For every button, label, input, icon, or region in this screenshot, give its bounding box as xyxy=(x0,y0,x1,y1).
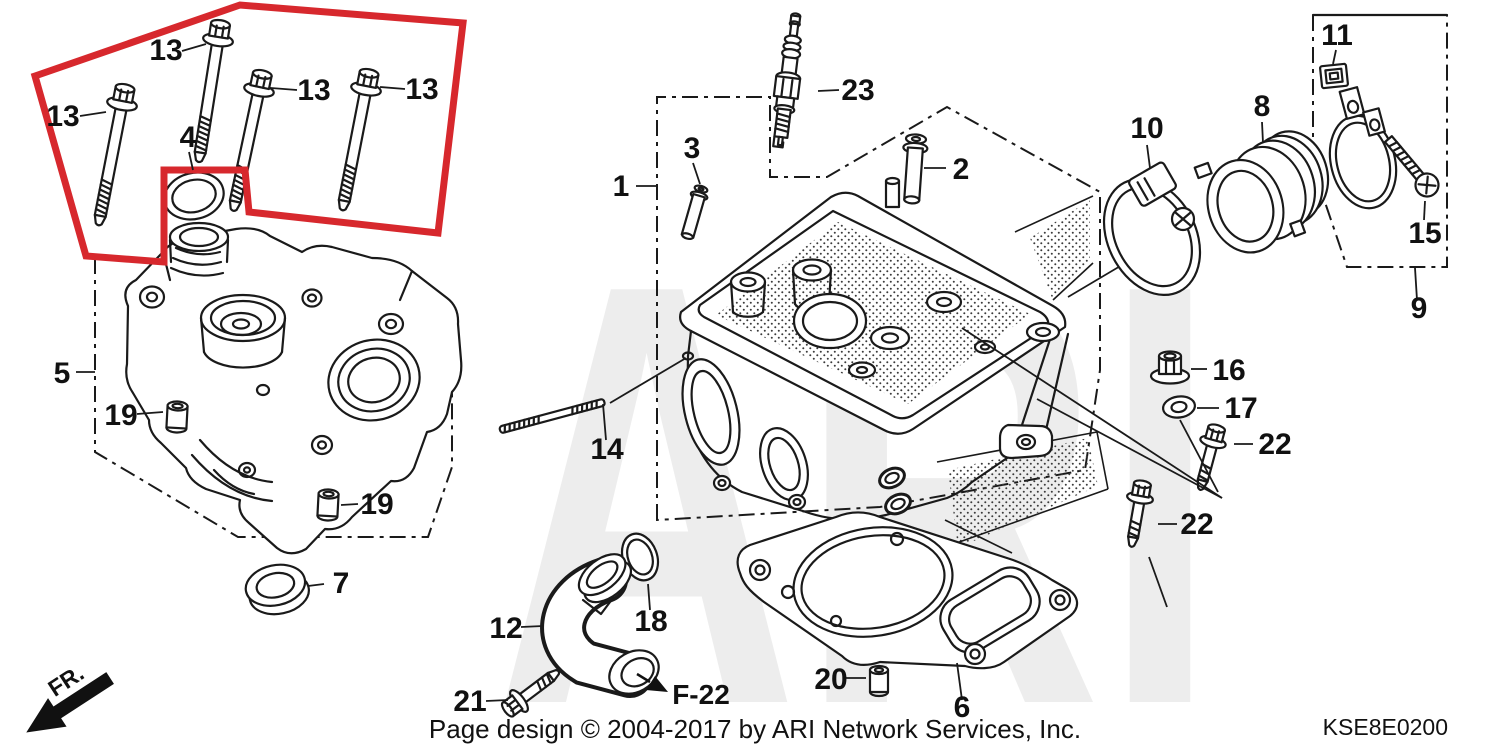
callout-13-b[interactable]: 13 xyxy=(149,34,182,67)
callout-4[interactable]: 4 xyxy=(180,121,197,154)
callout-18[interactable]: 18 xyxy=(634,605,667,638)
callout-3[interactable]: 3 xyxy=(684,132,701,165)
callout-17[interactable]: 17 xyxy=(1224,392,1257,425)
head-gasket xyxy=(736,511,1079,670)
bolt22-position-line-c xyxy=(1148,556,1168,608)
valve-guide-2 xyxy=(902,133,929,205)
callout-19-a[interactable]: 19 xyxy=(104,399,137,432)
bolt22-position-line-a xyxy=(961,327,1223,499)
callout-8[interactable]: 8 xyxy=(1254,90,1271,123)
callout-7[interactable]: 7 xyxy=(333,567,350,600)
callout-23[interactable]: 23 xyxy=(841,74,874,107)
valve-guide-3 xyxy=(680,184,709,241)
cylinder-head-left-view xyxy=(124,221,463,555)
callout-19-b[interactable]: 19 xyxy=(360,488,393,521)
valve-seal-7 xyxy=(244,563,310,616)
callout-5[interactable]: 5 xyxy=(54,357,71,390)
leader-lines xyxy=(76,43,1426,702)
f22-reference-label[interactable]: F-22 xyxy=(672,679,730,710)
ghost-intake-tract xyxy=(1014,195,1123,301)
callout-1[interactable]: 1 xyxy=(613,170,630,203)
footer-copyright: Page design © 2004-2017 by ARI Network S… xyxy=(429,714,1081,744)
callout-13-a[interactable]: 13 xyxy=(46,100,79,133)
square-nut-11 xyxy=(1319,62,1349,90)
cross-reference: F-22 xyxy=(636,672,730,710)
tube-clamp-10 xyxy=(1102,161,1202,297)
bolt22-position-line-b xyxy=(1036,398,1223,499)
callout-10[interactable]: 10 xyxy=(1130,112,1163,145)
callout-21[interactable]: 21 xyxy=(453,685,486,718)
spark-plug xyxy=(772,12,802,149)
callout-2[interactable]: 2 xyxy=(953,153,970,186)
f22-arrow-icon xyxy=(646,676,668,692)
washer-17 xyxy=(1161,395,1197,419)
callout-13-c[interactable]: 13 xyxy=(297,74,330,107)
callout-9[interactable]: 9 xyxy=(1411,292,1428,325)
dowel-pin-20 xyxy=(868,664,890,698)
callout-6[interactable]: 6 xyxy=(954,691,971,724)
callout-11[interactable]: 11 xyxy=(1321,19,1353,52)
water-pipe-elbow-12 xyxy=(540,553,660,698)
washer17-position-line xyxy=(1179,419,1219,493)
callout-22-b[interactable]: 22 xyxy=(1180,508,1213,541)
carburetor-insulator-8 xyxy=(1193,130,1330,254)
dowel-pin-19-upper xyxy=(165,400,189,434)
callout-15[interactable]: 15 xyxy=(1408,217,1441,250)
cylinder-head-assembly xyxy=(679,176,1070,521)
diagram-code: KSE8E0200 xyxy=(1323,714,1448,740)
stud-bolt-14 xyxy=(498,398,606,434)
flange-nut-16 xyxy=(1149,350,1191,385)
dowel-pin-19-lower xyxy=(316,488,340,522)
callout-labels: 1 2 3 4 5 6 7 8 9 10 11 12 13 13 13 13 1… xyxy=(46,19,1441,724)
callout-13-d[interactable]: 13 xyxy=(405,73,438,106)
stud-position-line xyxy=(609,357,687,404)
callout-16[interactable]: 16 xyxy=(1212,354,1245,387)
callout-14[interactable]: 14 xyxy=(590,433,624,466)
clamp-screw-15 xyxy=(1383,135,1440,198)
callout-22-a[interactable]: 22 xyxy=(1258,428,1291,461)
callout-20[interactable]: 20 xyxy=(814,663,847,696)
fr-arrow-icon xyxy=(26,672,114,733)
callout-12[interactable]: 12 xyxy=(489,612,522,645)
highlight-region xyxy=(30,1,467,266)
